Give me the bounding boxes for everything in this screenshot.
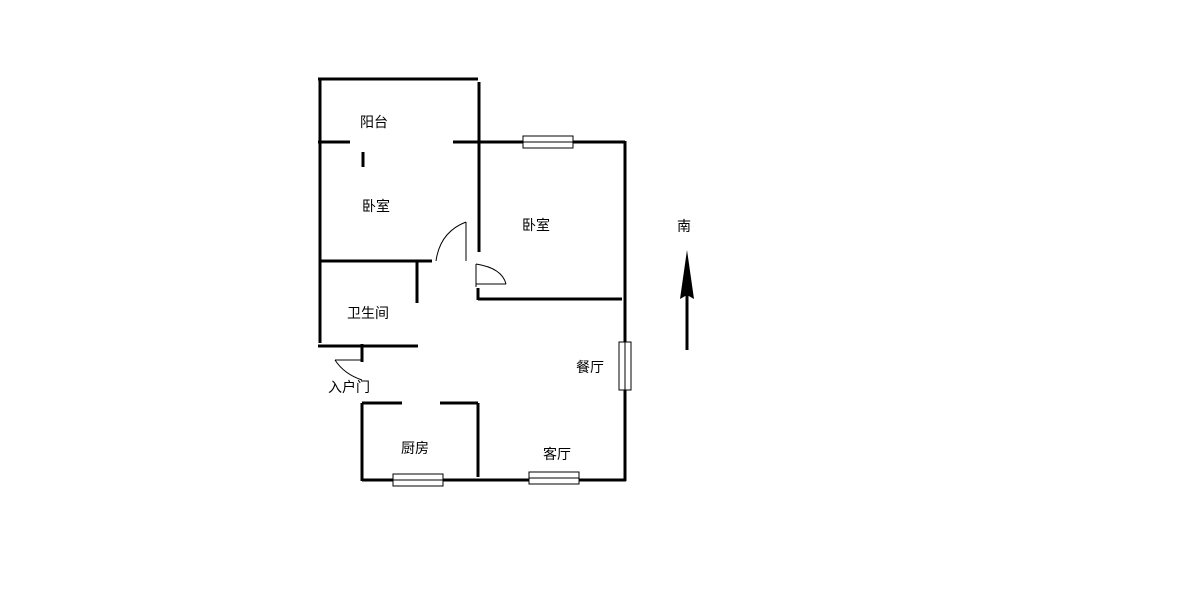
compass-label: 南 (677, 219, 691, 235)
balcony-label: 阳台 (360, 115, 388, 131)
window-east (618, 341, 632, 391)
window-north (522, 135, 574, 149)
bedroom1-door (435, 221, 467, 262)
entrance-door (334, 359, 363, 381)
bedroom-1-label: 卧室 (362, 198, 390, 215)
window-living (528, 471, 580, 485)
bedroom2-door (475, 263, 507, 287)
compass: 南 (677, 219, 694, 350)
bathroom-label: 卫生间 (347, 306, 389, 322)
windows (392, 135, 632, 487)
doors (334, 221, 507, 381)
window-kitchen (392, 473, 444, 487)
north-arrow-icon (680, 250, 694, 299)
room-labels: 阳台 卧室 卧室 卫生间 入户门 餐厅 厨房 客厅 (328, 115, 604, 463)
living-label: 客厅 (543, 446, 571, 463)
bedroom-2-label: 卧室 (522, 217, 550, 234)
walls (318, 77, 627, 482)
dining-label: 餐厅 (576, 360, 604, 376)
entrance-label: 入户门 (328, 379, 370, 396)
kitchen-label: 厨房 (401, 441, 429, 457)
